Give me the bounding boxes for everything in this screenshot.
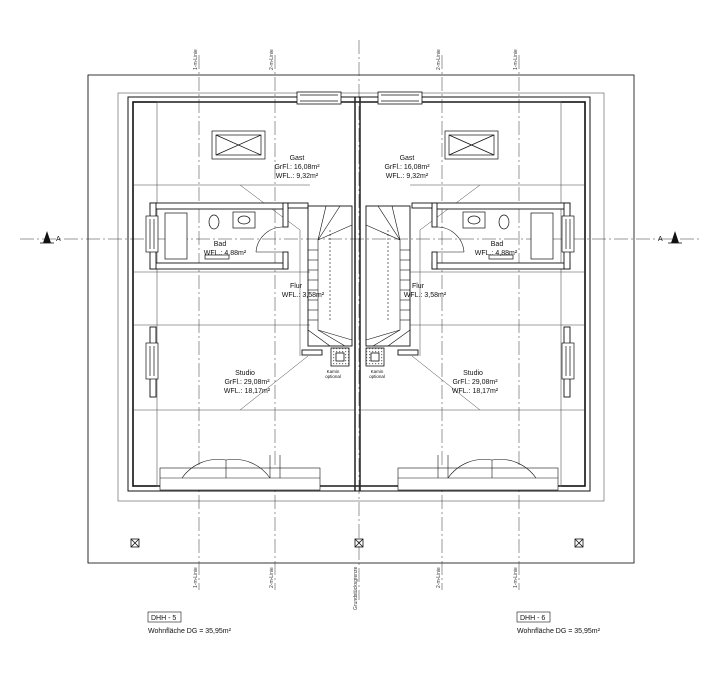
axis-label-2-left-top: 2-m-Linie [269,49,275,70]
chimney-left [330,347,350,367]
svg-text:Bad: Bad [491,241,504,248]
axis-label-1-left-bottom: 1-m-Linie [193,567,199,588]
room-bad-right: Bad WFL.: 4,88m² [475,241,518,257]
room-studio-left: Studio GrFl.: 29,08m² WFL.: 18,17m² [224,370,271,395]
svg-text:Kamin: Kamin [327,369,340,374]
section-marker-right: A [658,231,682,244]
kamin-label-right: Kamin optional [369,369,385,379]
chimney-right [365,347,385,367]
axis-label-1-right-top: 1-m-Linie [513,49,519,70]
svg-text:Flur: Flur [412,283,425,290]
exterior-walls [127,96,591,492]
svg-text:DHH - 6: DHH - 6 [520,615,545,622]
svg-text:Gast: Gast [290,155,305,162]
svg-text:A: A [658,236,663,243]
axis-lines [20,40,700,600]
svg-text:WFL.: 4,88m²: WFL.: 4,88m² [204,250,247,257]
axis-labels-top: 1-m-Linie 2-m-Linie 2-m-Linie 1-m-Linie [193,49,519,70]
svg-text:Gast: Gast [400,155,415,162]
svg-text:optional: optional [369,374,385,379]
kamin-label-left: Kamin optional [325,369,341,379]
living-area-right: Wohnfläche DG = 35,95m² [517,628,601,635]
svg-text:WFL.: 9,32m²: WFL.: 9,32m² [276,173,319,180]
axis-label-2-right-bottom: 2-m-Linie [436,567,442,588]
axis-label-1-left-top: 1-m-Linie [193,49,199,70]
skylights [211,130,499,160]
svg-text:Studio: Studio [235,370,255,377]
svg-text:GrFl.: 16,08m²: GrFl.: 16,08m² [384,164,430,171]
svg-text:Flur: Flur [290,283,303,290]
unit-tag-left: DHH - 5 Wohnfläche DG = 35,95m² [147,611,232,635]
section-marker-left: A [40,231,61,244]
dormer-windows-top [296,91,423,105]
svg-text:GrFl.: 29,08m²: GrFl.: 29,08m² [224,379,270,386]
svg-text:WFL.: 9,32m²: WFL.: 9,32m² [386,173,429,180]
room-bad-left: Bad WFL.: 4,88m² [204,241,247,257]
room-flur-right: Flur WFL.: 3,58m² [404,283,447,299]
room-flur-left: Flur WFL.: 3,58m² [282,283,325,299]
bathroom-doors [255,226,465,253]
axis-label-2-left-bottom: 2-m-Linie [269,567,275,588]
svg-text:WFL.: 18,17m²: WFL.: 18,17m² [452,388,499,395]
living-area-left: Wohnfläche DG = 35,95m² [148,628,232,635]
axis-labels-bottom: 1-m-Linie 2-m-Linie Grundstücksgrenze 2-… [193,566,519,610]
balcony-doors [159,455,559,491]
staircase-left [307,205,353,347]
svg-text:A: A [56,236,61,243]
svg-text:GrFl.: 29,08m²: GrFl.: 29,08m² [452,379,498,386]
svg-text:Bad: Bad [214,241,227,248]
roof-slope-lines [133,184,585,411]
room-studio-right: Studio GrFl.: 29,08m² WFL.: 18,17m² [452,370,499,395]
boundary-label: Grundstücksgrenze [353,566,359,610]
svg-text:Kamin: Kamin [371,369,384,374]
svg-text:WFL.: 18,17m²: WFL.: 18,17m² [224,388,271,395]
unit-tag-right: DHH - 6 Wohnfläche DG = 35,95m² [516,611,601,635]
roof-markers [130,538,584,548]
side-windows [145,215,575,380]
svg-text:WFL.: 4,88m²: WFL.: 4,88m² [475,250,518,257]
room-gast-left: Gast GrFl.: 16,08m² WFL.: 9,32m² [274,155,320,180]
svg-text:Studio: Studio [463,370,483,377]
bathroom-fixtures [164,211,554,260]
axis-label-1-right-bottom: 1-m-Linie [513,567,519,588]
svg-text:GrFl.: 16,08m²: GrFl.: 16,08m² [274,164,320,171]
svg-text:WFL.: 3,58m²: WFL.: 3,58m² [282,292,325,299]
axis-label-2-right-top: 2-m-Linie [436,49,442,70]
staircase-right [365,205,411,347]
svg-text:DHH - 5: DHH - 5 [151,615,176,622]
svg-text:WFL.: 3,58m²: WFL.: 3,58m² [404,292,447,299]
svg-text:optional: optional [325,374,341,379]
roof-overhang-line [117,92,605,502]
room-gast-right: Gast GrFl.: 16,08m² WFL.: 9,32m² [384,155,430,180]
